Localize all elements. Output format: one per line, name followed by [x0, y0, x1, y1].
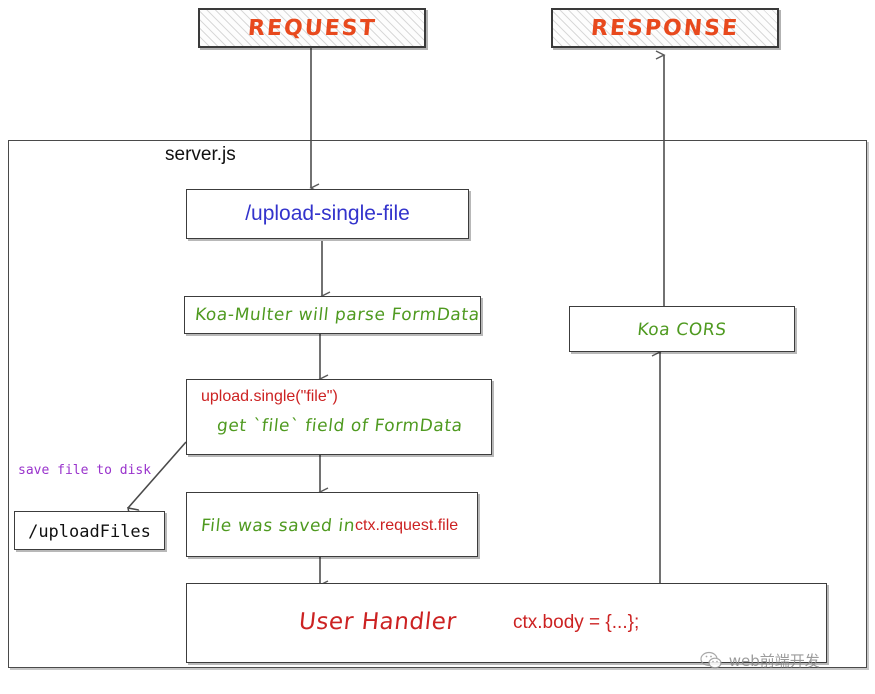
response-label: RESPONSE	[589, 15, 741, 41]
saved-box: File was saved in ctx.request.file	[186, 492, 478, 557]
saved-note: File was saved in	[199, 516, 357, 536]
user-handler-label: User Handler	[297, 609, 458, 635]
multer-box: Koa-Multer will parse FormData	[184, 296, 481, 334]
user-handler-code: ctx.body = {...};	[513, 612, 640, 633]
watermark: web前端开发	[700, 650, 820, 671]
cors-box: Koa CORS	[569, 306, 795, 352]
response-box: RESPONSE	[551, 8, 779, 48]
wechat-logo-icon	[700, 651, 722, 669]
watermark-text: web前端开发	[728, 652, 820, 670]
server-js-container	[8, 140, 867, 668]
edge-save-file-to-disk	[128, 441, 187, 508]
upload-single-note: get `file` field of FormData	[215, 416, 464, 436]
upload-dir-box: /uploadFiles	[14, 511, 165, 550]
upload-single-code: upload.single("file")	[201, 388, 338, 405]
upload-single-box: upload.single("file") get `file` field o…	[186, 379, 492, 455]
upload-dir-label: /uploadFiles	[28, 522, 151, 542]
multer-label: Koa-Multer will parse FormData	[193, 305, 481, 325]
route-label: /upload-single-file	[245, 202, 410, 225]
route-box[interactable]: /upload-single-file	[186, 189, 469, 239]
cors-label: Koa CORS	[636, 320, 728, 340]
request-label: REQUEST	[246, 15, 378, 41]
request-box: REQUEST	[198, 8, 426, 48]
saved-code: ctx.request.file	[355, 517, 459, 534]
